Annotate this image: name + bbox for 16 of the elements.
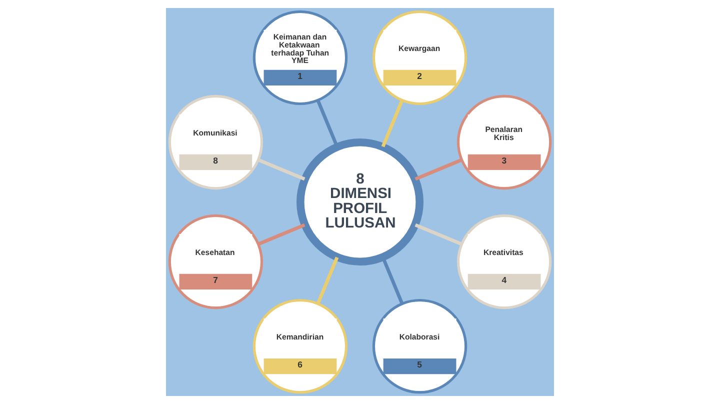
node-circle: Kreativitas 4 xyxy=(456,214,552,310)
connector xyxy=(316,100,339,148)
connector xyxy=(414,223,462,246)
connector xyxy=(258,223,306,246)
connector xyxy=(381,100,404,148)
node-circle: Kesehatan 7 xyxy=(168,214,264,310)
node-circle: Komunikasi 8 xyxy=(168,94,264,190)
node-circle: 8 DIMENSI PROFIL LULUSAN xyxy=(296,138,424,266)
connector xyxy=(316,256,339,304)
connector xyxy=(258,158,306,181)
node-circle: Kolaborasi 5 xyxy=(372,298,468,394)
node-circle: Kemandirian 6 xyxy=(252,298,348,394)
node-circle: Keimanan dan Ketakwaan terhadap Tuhan YME 1 xyxy=(252,10,348,106)
node-circle: Kewargaan 2 xyxy=(372,10,468,106)
node-circle: Penalaran Kritis 3 xyxy=(456,94,552,190)
connector xyxy=(414,158,462,181)
